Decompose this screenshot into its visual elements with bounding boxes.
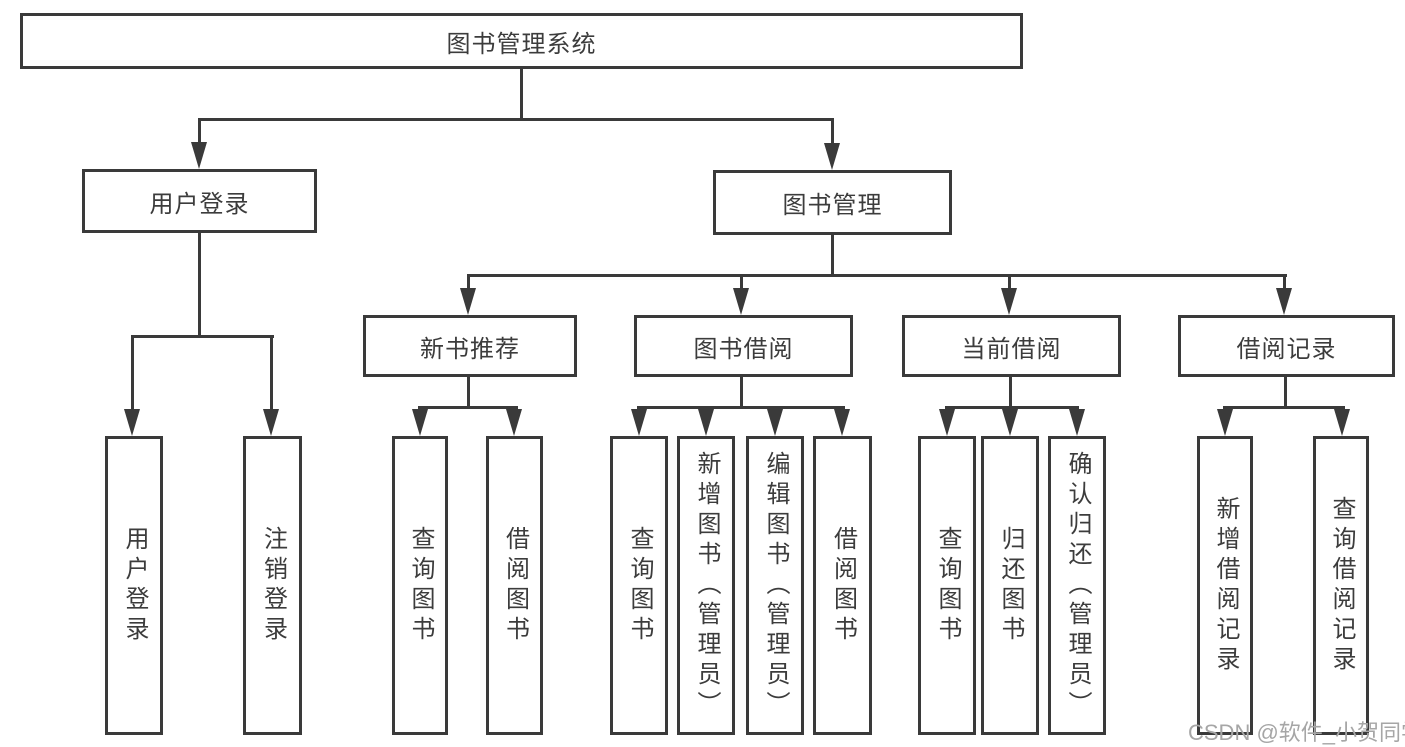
arrow-down-icon	[460, 288, 476, 315]
connector-line	[831, 118, 834, 148]
connector-line	[131, 335, 134, 413]
leaf-bb-add-books-admin: 新增图书（管理员）	[677, 436, 735, 735]
arrow-down-icon	[1276, 288, 1292, 315]
node-label: 当前借阅	[961, 335, 1062, 363]
connector-line	[1284, 377, 1287, 406]
connector-line	[1283, 274, 1286, 292]
node-label: 编辑图书（管理员）	[762, 450, 789, 721]
connector-line	[945, 406, 1079, 409]
leaf-logout: 注销登录	[243, 436, 302, 735]
node-label: 新书推荐	[420, 335, 520, 363]
arrow-down-icon	[124, 409, 140, 436]
leaf-br-query-record: 查询借阅记录	[1313, 436, 1369, 735]
connector-line	[637, 406, 845, 409]
node-label: 归还图书	[997, 525, 1024, 646]
node-current-borrowing: 当前借阅	[902, 315, 1121, 377]
leaf-br-add-record: 新增借阅记录	[1197, 436, 1253, 735]
leaf-bb-borrow-books: 借阅图书	[813, 436, 872, 735]
node-label: 借阅图书	[829, 525, 857, 646]
connector-line	[740, 377, 743, 406]
connector-line	[467, 377, 470, 406]
arrow-down-icon	[1001, 288, 1017, 315]
node-label: 图书借阅	[693, 335, 794, 363]
leaf-cb-confirm-return-admin: 确认归还（管理员）	[1048, 436, 1106, 735]
node-borrowing-records: 借阅记录	[1178, 315, 1395, 377]
connector-line	[270, 335, 273, 413]
node-label: 查询图书	[934, 525, 961, 646]
arrow-down-icon	[263, 409, 279, 436]
node-label: 借阅记录	[1236, 335, 1337, 363]
node-user-login: 用户登录	[82, 169, 317, 233]
arrow-down-icon	[733, 288, 749, 315]
watermark: CSDN @软件_小贺同学	[1188, 720, 1405, 745]
node-label: 查询图书	[407, 525, 434, 646]
arrow-down-icon	[1334, 409, 1350, 436]
connector-line	[831, 235, 834, 274]
node-new-book-recommend: 新书推荐	[363, 315, 577, 377]
connector-line	[131, 335, 274, 338]
connector-line	[198, 118, 834, 121]
arrow-down-icon	[698, 409, 714, 436]
arrow-down-icon	[1217, 409, 1233, 436]
leaf-cb-return-books: 归还图书	[981, 436, 1039, 735]
arrow-down-icon	[631, 409, 647, 436]
arrow-down-icon	[191, 142, 207, 169]
arrow-down-icon	[939, 409, 955, 436]
connector-line	[467, 274, 1287, 277]
node-label: 用户登录	[121, 525, 148, 646]
connector-line	[467, 274, 470, 292]
node-label: 新增借阅记录	[1212, 495, 1239, 676]
node-label: 新增图书（管理员）	[693, 450, 720, 721]
connector-line	[520, 69, 523, 118]
connector-line	[1008, 274, 1011, 292]
arrow-down-icon	[824, 143, 840, 170]
arrow-down-icon	[506, 409, 522, 436]
arrow-down-icon	[834, 409, 850, 436]
leaf-nb-query-books: 查询图书	[392, 436, 448, 735]
node-label: 查询图书	[626, 525, 653, 646]
node-book-borrowing: 图书借阅	[634, 315, 853, 377]
arrow-down-icon	[767, 409, 783, 436]
node-label: 图书管理系统	[446, 30, 597, 58]
connector-line	[418, 406, 518, 409]
connector-line	[1223, 406, 1345, 409]
node-root-library-system: 图书管理系统	[20, 13, 1023, 69]
node-label: 用户登录	[149, 190, 250, 218]
leaf-user-login: 用户登录	[105, 436, 163, 735]
node-label: 借阅图书	[501, 525, 529, 646]
leaf-bb-edit-books-admin: 编辑图书（管理员）	[746, 436, 804, 735]
leaf-cb-query-books: 查询图书	[918, 436, 976, 735]
node-label: 查询借阅记录	[1328, 495, 1355, 676]
connector-line	[198, 233, 201, 335]
node-label: 确认归还（管理员）	[1064, 450, 1091, 721]
node-label: 注销登录	[259, 525, 287, 646]
leaf-nb-borrow-books: 借阅图书	[486, 436, 543, 735]
arrow-down-icon	[412, 409, 428, 436]
connector-line	[198, 118, 201, 148]
arrow-down-icon	[1069, 409, 1085, 436]
node-book-management: 图书管理	[713, 170, 952, 235]
arrow-down-icon	[1002, 409, 1018, 436]
connector-line	[740, 274, 743, 292]
connector-line	[1009, 377, 1012, 406]
leaf-bb-query-books: 查询图书	[610, 436, 668, 735]
node-label: 图书管理	[782, 192, 883, 219]
